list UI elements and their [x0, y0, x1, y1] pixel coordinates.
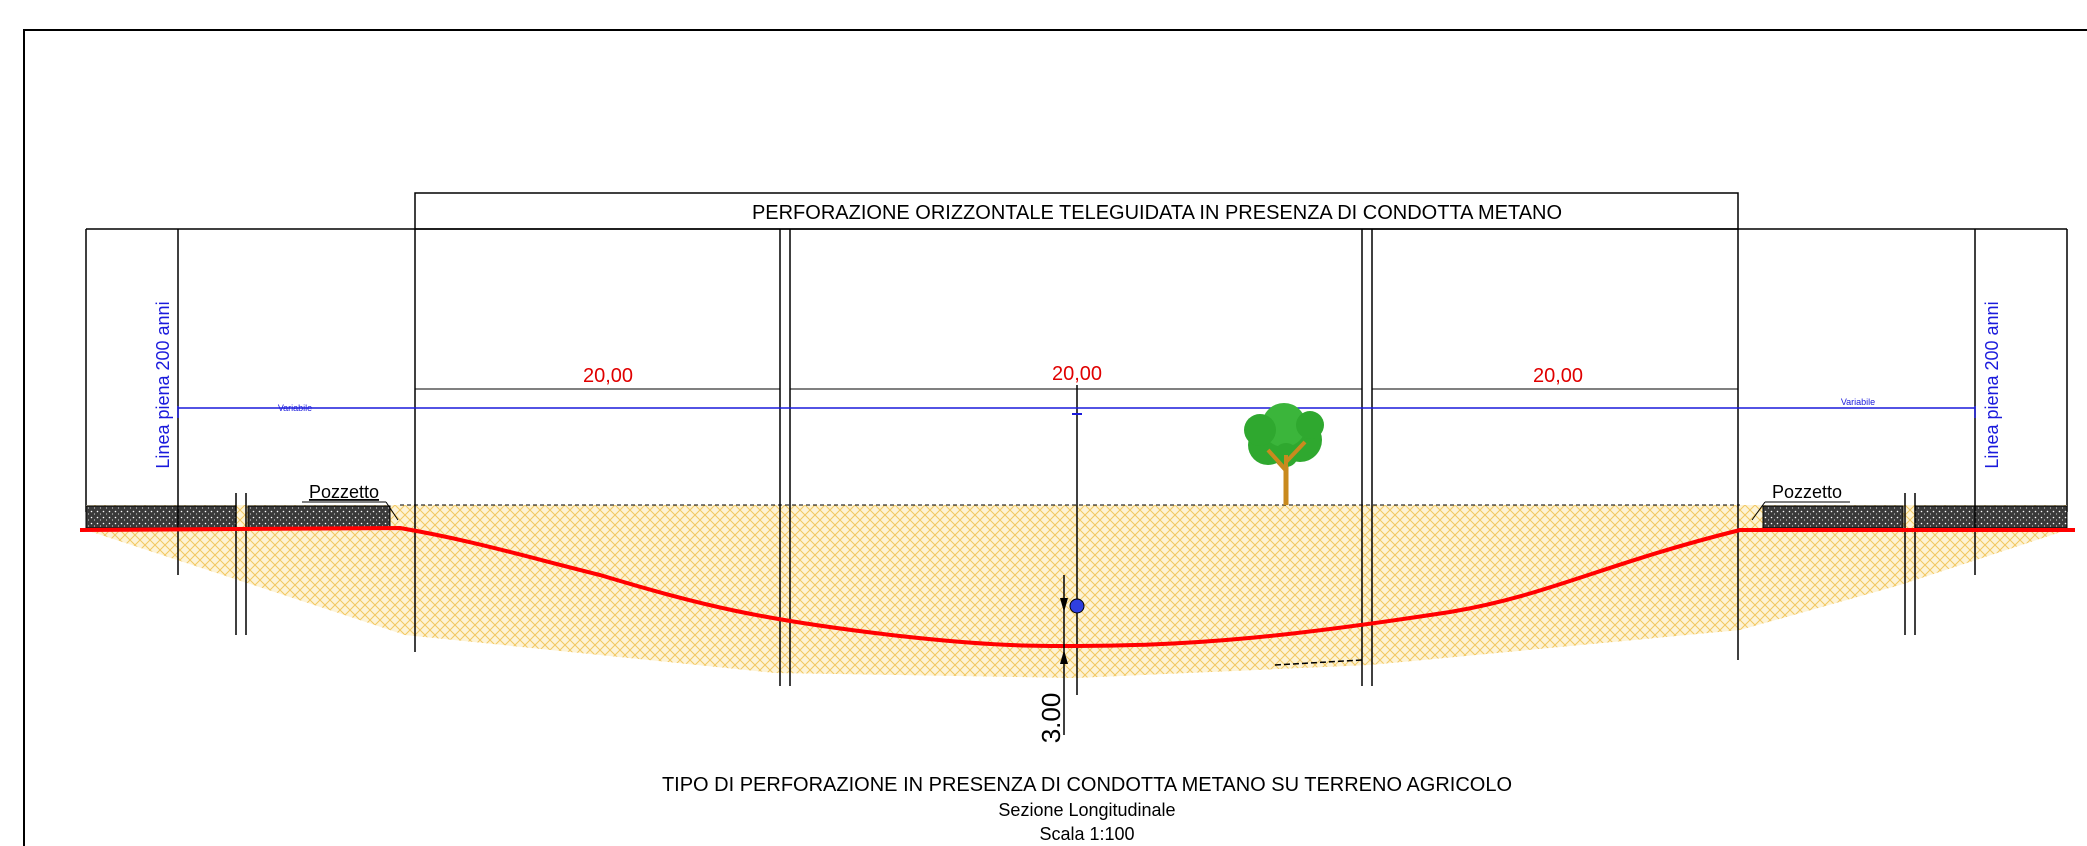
pit-label-left: Pozzetto: [309, 482, 379, 502]
dimension-right-label: 20,00: [1533, 365, 1583, 387]
variable-label-left: Variabile: [278, 403, 312, 413]
sheet-frame: [23, 29, 2087, 846]
variable-label-right: Variabile: [1841, 397, 1875, 407]
drill-path: [79, 525, 2075, 649]
road-left-a: [85, 505, 237, 529]
construction-mark: [1274, 659, 1363, 666]
road-right-a: [1762, 505, 1904, 529]
header-title: PERFORAZIONE ORIZZONTALE TELEGUIDATA IN …: [752, 202, 1562, 224]
pit-label-right: Pozzetto: [1772, 482, 1842, 502]
depth-label: 3.00: [1036, 693, 1066, 744]
caption-subtitle: Sezione Longitudinale: [998, 800, 1175, 820]
road-right-b: [1914, 505, 2068, 529]
dimension-left-label: 20,00: [583, 365, 633, 387]
flood-line-label-left: Linea piena 200 anni: [153, 301, 173, 468]
caption-scale: Scala 1:100: [1039, 824, 1134, 844]
gas-pipe: [1069, 598, 1085, 614]
tree-icon: [1244, 403, 1324, 505]
caption-title: TIPO DI PERFORAZIONE IN PRESENZA DI COND…: [662, 774, 1512, 796]
flood-line-label-right: Linea piena 200 anni: [1982, 301, 2002, 468]
dimension-center-label: 20,00: [1052, 363, 1102, 385]
road-left-b: [247, 505, 391, 529]
